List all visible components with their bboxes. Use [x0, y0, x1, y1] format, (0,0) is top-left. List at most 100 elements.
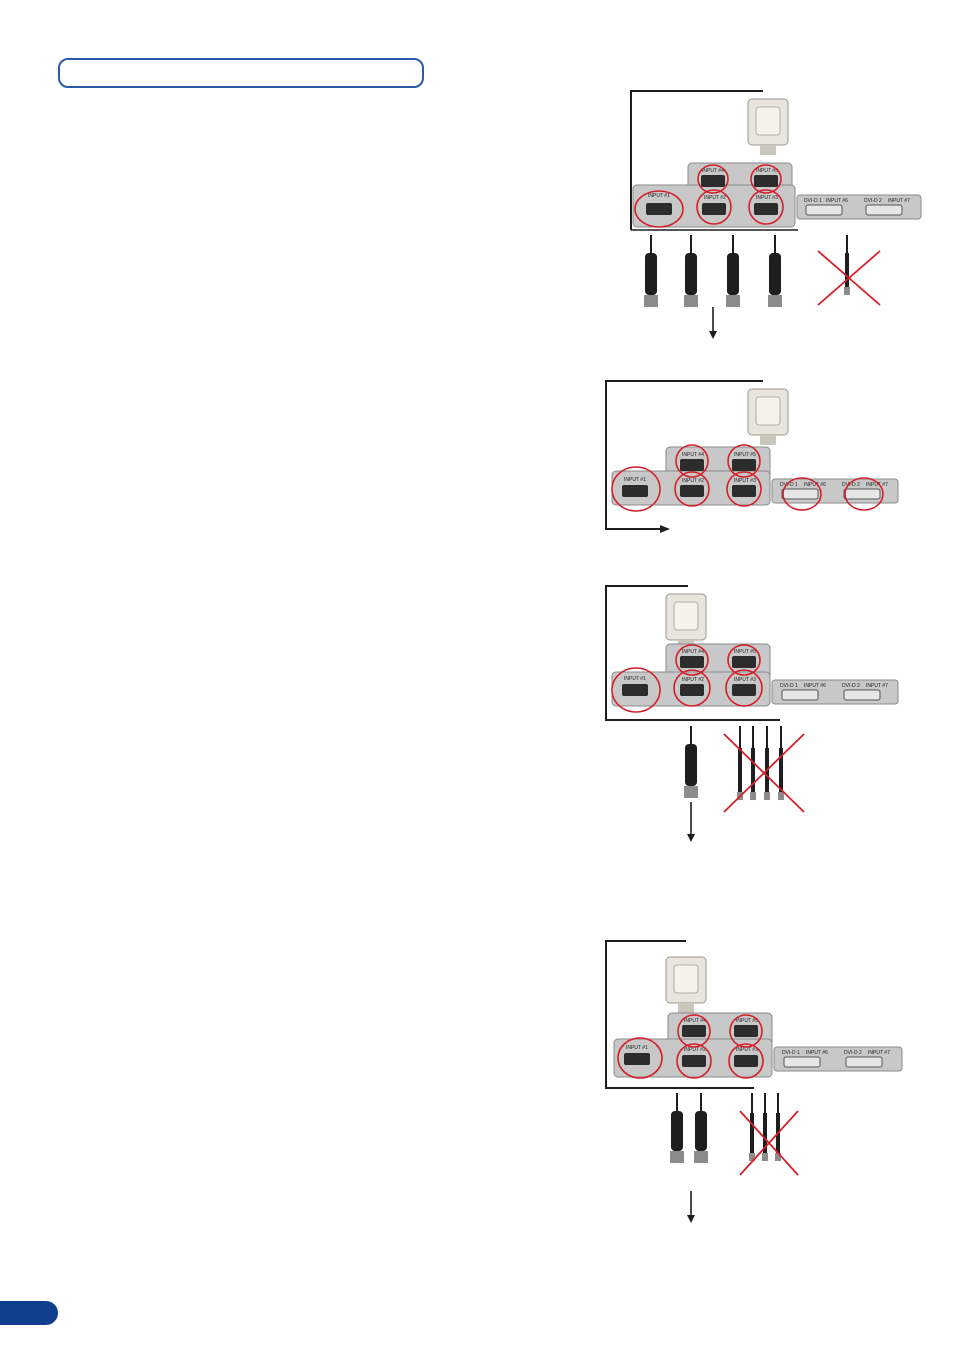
highlight-circle: [674, 471, 710, 507]
label-input1: INPUT #1: [624, 477, 646, 483]
highlight-circle: [677, 1014, 711, 1048]
bnc-cable-icon: [684, 235, 698, 307]
label-dvi2: DVI-D 2: [844, 1050, 862, 1056]
bnc-cable-icon: [670, 1093, 684, 1163]
bnc-cable-icon: [764, 726, 770, 800]
arrow-icon: [709, 307, 717, 339]
label-dvi2: DVI-D 2: [842, 683, 860, 689]
signal-path-line: [605, 380, 763, 530]
highlight-circle: [673, 669, 711, 707]
highlight-circle: [728, 1043, 764, 1079]
label-input2: INPUT #2: [682, 677, 704, 683]
label-input1: INPUT #1: [648, 193, 670, 199]
highlight-circle: [675, 444, 709, 478]
highlight-circle: [729, 1014, 763, 1048]
highlight-circle: [696, 189, 732, 225]
label-input3: INPUT #3: [734, 478, 756, 484]
bnc-cable-icon: [644, 235, 658, 307]
label-input7: INPUT #7: [866, 482, 888, 488]
highlight-circle: [725, 669, 763, 707]
vga-port-input5: [754, 175, 778, 187]
arrow-icon: [660, 525, 670, 533]
highlight-circle: [675, 644, 709, 676]
label-input4: INPUT #4: [682, 649, 704, 655]
signal-path-line: [630, 90, 763, 230]
vga-port-input2: [702, 203, 726, 215]
label-input3: INPUT #3: [736, 1047, 758, 1053]
page-number-tab: [0, 1301, 58, 1325]
vga-port-input3: [732, 485, 756, 497]
connection-diagram-2: INPUT #4 INPUT #5 INPUT #1 INPUT #2 INPU…: [605, 380, 899, 533]
bnc-cable-icon: [726, 235, 740, 307]
label-input3: INPUT #3: [734, 677, 756, 683]
dvi-port-2: [845, 1056, 883, 1068]
label-dvi1: DVI-D 1: [782, 1050, 800, 1056]
vga-port-input4: [682, 1025, 706, 1037]
vga-port-input1: [624, 1053, 650, 1065]
highlight-circle: [748, 189, 784, 225]
dvi-port-1: [781, 689, 819, 701]
label-input6: INPUT #6: [804, 683, 826, 689]
dvi-to-vga-adapter-icon: [665, 956, 707, 1013]
section-title-box: [58, 58, 424, 88]
label-input6: INPUT #6: [804, 482, 826, 488]
label-dvi1: DVI-D 1: [780, 482, 798, 488]
input-panel: INPUT #4 INPUT #5 INPUT #1 INPUT #2 INPU…: [613, 1012, 903, 1078]
dvi-port-2: [843, 488, 881, 500]
highlight-circle: [726, 471, 762, 507]
label-input6: INPUT #6: [826, 198, 848, 204]
red-cross-icon: [723, 733, 805, 813]
vga-port-input5: [734, 1025, 758, 1037]
connection-diagram-1: INPUT #4 INPUT #5 INPUT #1 INPUT #2 INPU…: [630, 90, 922, 339]
label-dvi2: DVI-D 2: [842, 482, 860, 488]
label-input4: INPUT #4: [702, 168, 724, 174]
label-input4: INPUT #4: [684, 1018, 706, 1024]
vga-port-input1: [646, 203, 672, 215]
dvi-to-vga-adapter-icon: [747, 98, 789, 155]
label-input5: INPUT #5: [756, 168, 778, 174]
signal-path-line: [605, 585, 780, 721]
label-dvi1: DVI-D 1: [780, 683, 798, 689]
red-cross-icon: [817, 250, 881, 306]
highlight-circle: [611, 466, 661, 512]
vga-port-input2: [680, 485, 704, 497]
arrow-icon: [687, 802, 695, 842]
label-input5: INPUT #5: [736, 1018, 758, 1024]
label-input7: INPUT #7: [866, 683, 888, 689]
signal-path-line: [605, 940, 754, 1089]
vga-port-input3: [732, 684, 756, 696]
bnc-cable-icon: [749, 1093, 755, 1161]
input-panel: INPUT #4 INPUT #5 INPUT #1 INPUT #2 INPU…: [611, 643, 899, 707]
label-input4: INPUT #4: [682, 452, 704, 458]
label-input5: INPUT #5: [734, 649, 756, 655]
vga-port-input4: [680, 656, 704, 668]
red-cross-icon: [739, 1110, 799, 1176]
highlight-circle: [782, 477, 822, 511]
vga-port-input2: [680, 684, 704, 696]
label-input2: INPUT #2: [682, 478, 704, 484]
dvi-port-1: [805, 204, 843, 216]
vga-port-input4: [680, 459, 704, 471]
highlight-circle: [727, 644, 761, 676]
label-input5: INPUT #5: [734, 452, 756, 458]
label-dvi1: DVI-D 1: [804, 198, 822, 204]
highlight-circle: [617, 1037, 663, 1079]
highlight-circle: [750, 164, 782, 194]
vga-port-input5: [732, 656, 756, 668]
bnc-cable-icon: [762, 1093, 768, 1161]
label-input1: INPUT #1: [626, 1045, 648, 1051]
label-input2: INPUT #2: [704, 195, 726, 201]
label-input1: INPUT #1: [624, 676, 646, 682]
vga-port-input4: [701, 175, 725, 187]
dvi-port-1: [781, 488, 819, 500]
label-input2: INPUT #2: [684, 1047, 706, 1053]
highlight-circle: [697, 164, 729, 194]
dvi-port-2: [843, 689, 881, 701]
dvi-to-vga-adapter-icon: [665, 593, 707, 650]
label-input6: INPUT #6: [806, 1050, 828, 1056]
highlight-circle: [676, 1043, 712, 1079]
dvi-to-vga-adapter-icon: [747, 388, 789, 445]
bnc-cable-icon: [768, 235, 782, 307]
bnc-cable-icon: [778, 726, 784, 800]
label-input7: INPUT #7: [868, 1050, 890, 1056]
